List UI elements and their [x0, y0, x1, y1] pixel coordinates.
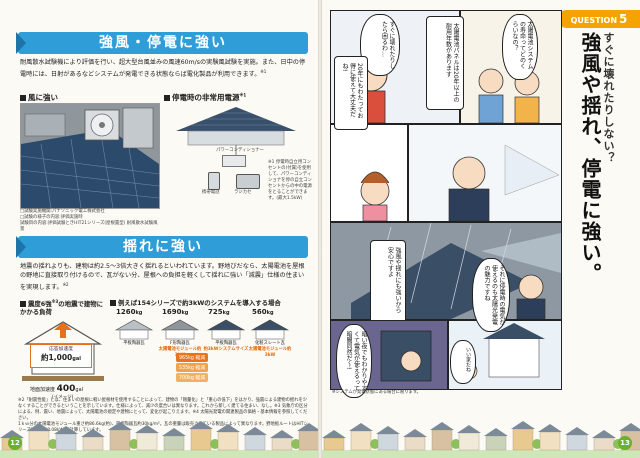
manga-panel-5 — [330, 222, 562, 320]
wind-test-caption: □試験実施機関:パナソニック電工株式会社 □試験の様子の内容:評価実施時 試験目… — [20, 209, 158, 232]
square-bullet-icon — [164, 95, 170, 101]
house-roof-icon — [114, 319, 154, 340]
saving-chip-3: 700kg 軽減 — [176, 373, 209, 382]
speech-bubble-5: 強風や揺れにも強いから安心ですよ — [370, 240, 406, 324]
power-outage-note: ※1 停電時自立用コンセントの(付属)を使用して、パワーコンディショナを停の自立… — [268, 160, 312, 201]
radio-label: ラジカセ — [234, 190, 252, 195]
speech-bubble-6: それに停電時の電気が使えるのも太陽光発電の魅力ですね — [472, 258, 510, 332]
sub-title: すぐに壊れたりしない？ — [602, 32, 615, 164]
wind-test-illustration — [21, 104, 159, 208]
section2-body: 地震の揺れよりも、建物は約2.5～3倍大きく揺れるといわれています。野地びだなら… — [20, 263, 305, 292]
wind-test-photo — [20, 103, 160, 209]
mobile-phone-icon — [208, 172, 220, 190]
speech-bubble-2: 太陽電池システムの寿命ってどのくらいなの？ — [502, 14, 538, 80]
speech-bubble-4: 20年にもわたってお得に使えて大丈夫だね! — [334, 56, 368, 130]
saving-chip-2: 535kg 軽減 — [176, 363, 209, 372]
house-roof-icon — [160, 319, 200, 340]
panel-note: ※システムが発電状態にある場合に限ります。 — [332, 390, 421, 395]
roof-type-caption: 平板陶器瓦約3kWシステムサイズ — [203, 341, 249, 352]
page-number-left: 12 — [8, 436, 22, 450]
square-bullet-icon — [110, 300, 116, 306]
manga-panel-3 — [330, 124, 408, 222]
roof-type-caption: 化粧スレート瓦太陽電池モジュール約3kW — [248, 341, 292, 358]
roof-weight-value: 1260kg — [116, 308, 143, 316]
section-title-earthquake: 揺れに強い — [16, 236, 308, 258]
house-solar-illustration — [176, 107, 296, 155]
power-conditioner-icon — [222, 155, 246, 167]
phone-label: 携帯電話 — [202, 190, 220, 195]
radio-icon — [236, 174, 260, 189]
sub-heading-quake-load: 震度6強※3の地震で建物にかかる負荷 — [20, 299, 104, 317]
sub-heading-power-outage: 停電時の非常用電源※1 — [164, 92, 246, 103]
town-illustration-right — [322, 421, 640, 458]
house-roof-icon — [250, 319, 290, 340]
saving-chip-1: 965kg 軽減 — [176, 353, 209, 362]
page-number-right: 13 — [618, 436, 632, 450]
sub-heading-wind: 風に強い — [20, 92, 58, 103]
roof-weight-value: 1690kg — [162, 308, 189, 316]
speech-bubble-8: いい家だね — [450, 340, 476, 384]
square-bullet-icon — [20, 95, 26, 101]
speech-bubble-3: 太陽電池パネルは20年以上の耐用年数があります — [426, 16, 464, 110]
ground-acceleration: 地面加速度 400gal (イメージ) — [30, 384, 84, 400]
title-arrow-icon — [16, 236, 26, 258]
speech-bubble-1: すぐに壊れたりしたら困るわ… — [360, 14, 400, 76]
sub-heading-example: 例えば154シリーズで約3kWのシステムを導入する場合 — [110, 298, 281, 307]
pcs-label: パワーコンディショナー — [216, 148, 264, 153]
roof-weight-value: 725kg — [208, 308, 230, 316]
section-title-wind-power: 強風・停電に強い — [16, 32, 308, 54]
roof-type-caption: 平板陶器瓦 — [123, 341, 145, 346]
house-roof-icon — [206, 319, 246, 340]
section1-body: 耐風散水試験機により評価を行い、超大型台風並みの風速60m/sの実験風試験を実施… — [20, 59, 306, 79]
response-acceleration-box: 応答加速度 約1,000gal — [30, 344, 92, 368]
town-illustration-left — [0, 421, 318, 458]
page-gutter — [318, 0, 322, 458]
roof-weight-value: 560kg — [252, 308, 274, 316]
title-arrow-icon — [16, 32, 26, 54]
square-bullet-icon — [20, 301, 26, 308]
speech-bubble-7: 暗い夜でもわかりやすくて電気が使えるって暗闇同然だ～! — [336, 324, 372, 398]
left-page: 強風・停電に強い 耐風散水試験機により評価を行い、超大型台風並みの風速60m/s… — [0, 0, 318, 458]
manga-panel-4 — [408, 124, 562, 222]
main-title: 強風や揺れ、停電に強い。 — [578, 32, 602, 284]
